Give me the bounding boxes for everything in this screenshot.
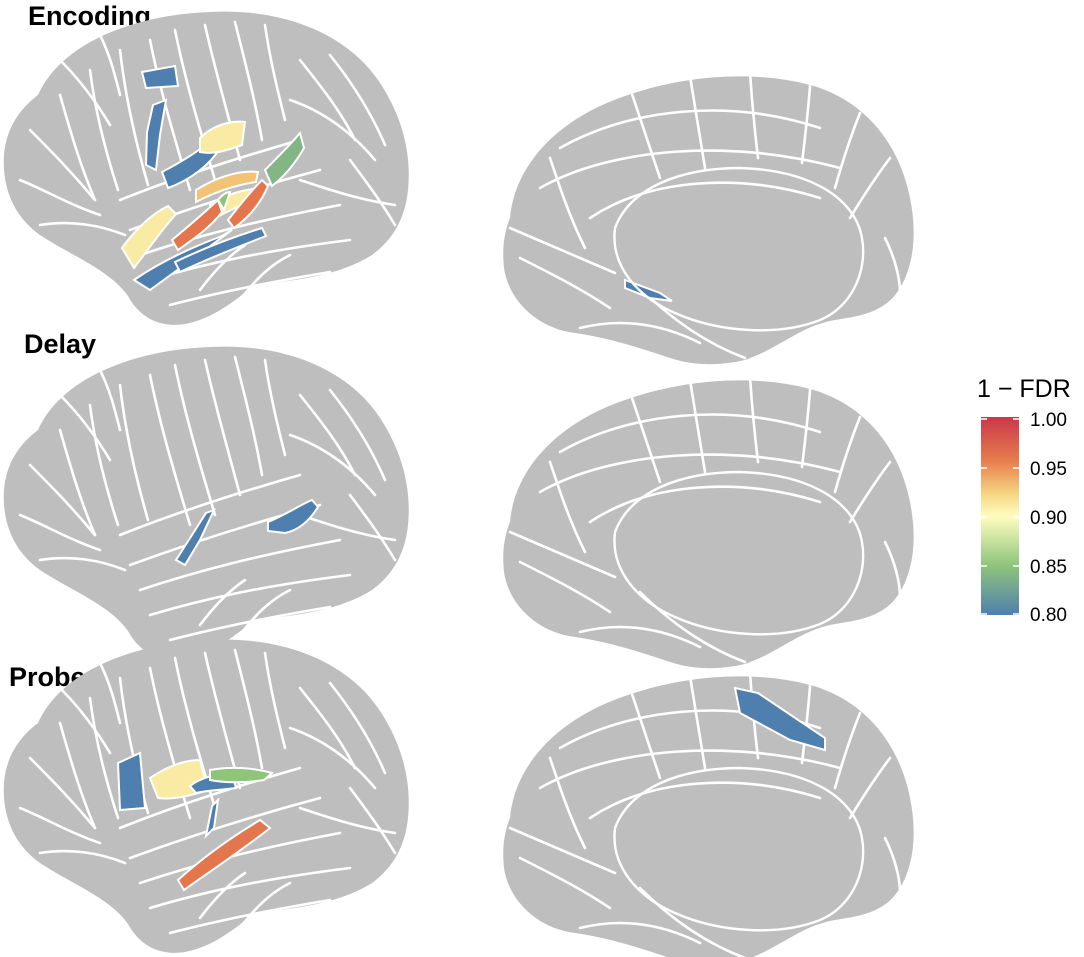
legend-title: 1 − FDR <box>977 375 1071 403</box>
row-label-delay: Delay <box>24 329 96 359</box>
legend-tick-0-95: 0.95 <box>1030 459 1067 480</box>
probe-medial-paracentral <box>733 686 826 752</box>
probe-middle-frontal <box>116 751 147 812</box>
colorbar <box>981 417 1019 615</box>
enc-caudal-middle-frontal <box>144 98 168 172</box>
enc-medial-parahippocampal <box>624 278 673 302</box>
colorbar-legend: 1 − FDR 1.00 0.95 0.90 0.85 0.80 <box>977 375 1071 626</box>
probe-superior-temporal <box>176 818 272 892</box>
delay-medial-center <box>613 470 865 636</box>
enc-postcentral <box>199 120 247 154</box>
enc-pars-opercularis <box>120 204 178 270</box>
encoding-medial-center <box>613 166 865 332</box>
legend-tick-0-80: 0.80 <box>1030 605 1067 626</box>
delay-inferior-parietal <box>267 498 320 535</box>
delay-superior-temporal <box>174 508 216 567</box>
enc-superior-temporal-b <box>226 178 270 230</box>
encoding-lateral-brain <box>3 11 409 325</box>
probe-medial-center <box>613 766 865 932</box>
enc-transverse-temporal <box>195 170 260 204</box>
probe-medial-brain <box>503 671 914 957</box>
encoding-medial-brain <box>503 71 914 365</box>
probe-insula <box>204 797 220 840</box>
probe-lateral-brain <box>3 639 409 953</box>
enc-heschl <box>216 190 232 213</box>
legend-tick-1-00: 1.00 <box>1030 410 1067 431</box>
enc-middle-temporal-b <box>173 226 268 274</box>
probe-supramarginal <box>209 766 275 784</box>
enc-supramarginal <box>263 130 306 188</box>
encoding-lateral-regions <box>120 64 306 292</box>
delay-lateral-brain <box>3 346 409 660</box>
legend-tick-0-85: 0.85 <box>1030 557 1067 578</box>
enc-superior-temporal-a <box>170 198 224 252</box>
delay-medial-brain <box>503 375 914 669</box>
legend-tick-0-90: 0.90 <box>1030 508 1067 529</box>
enc-superior-frontal <box>140 64 180 90</box>
